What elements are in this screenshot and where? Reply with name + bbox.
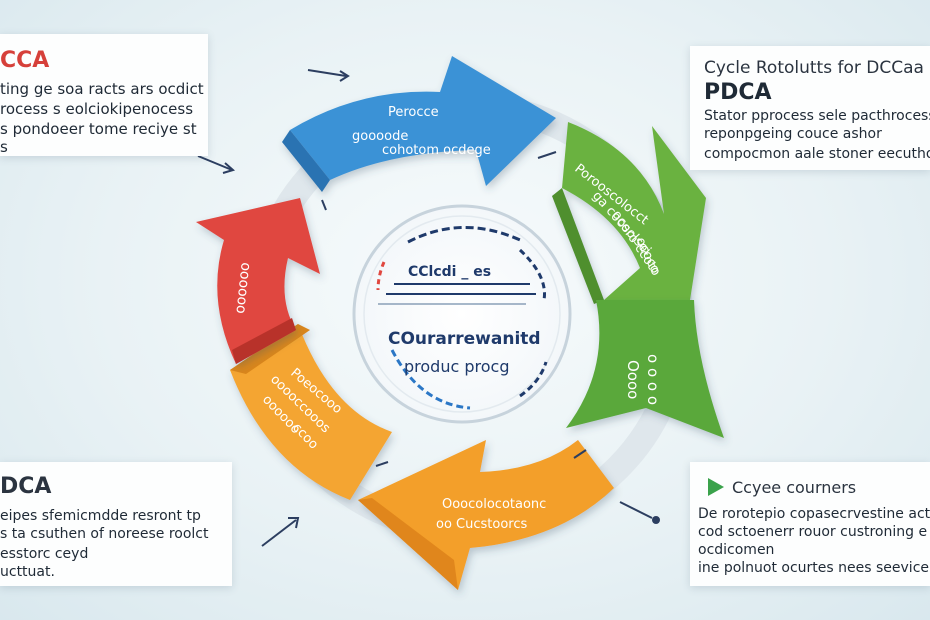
orange-arrow-label-2: oo Cucstoorcs <box>436 517 527 532</box>
panel-bottom-left-line-1: eipes sfemicmdde resront tp <box>0 508 201 524</box>
chevron-right-icon <box>708 478 724 496</box>
panel-top-left-line-4: s <box>0 138 8 156</box>
panel-bottom-right-line-2: cod sctoenerr rouor custroning e <box>698 524 928 540</box>
panel-bottom-right: Ccyee courners De rorotepio copasecrvest… <box>690 462 930 586</box>
panel-bottom-right-title: Ccyee courners <box>732 478 857 497</box>
panel-top-left-line-3: s pondoeer tome reciye st <box>0 120 197 138</box>
center-circle: CClcdi _ es COurarrewanitd produc procg <box>352 204 572 424</box>
green-lower-label-2: o o o o <box>644 354 662 405</box>
panel-bottom-left-line-2: s ta csuthen of noreese roolct <box>0 526 209 542</box>
blue-arrow: Perocce goooode cohotom ocdege <box>282 56 556 192</box>
panel-top-right-title: Cycle Rotolutts for DCCaa <box>704 58 924 78</box>
panel-top-right-line-1: Stator pprocess sele pacthrocess <box>704 108 930 124</box>
red-arrow-label-1: oooooo <box>232 262 253 315</box>
panel-top-right-subtitle: PDCA <box>704 80 772 105</box>
orange-arrow: Ooocolocotaonc oo Cucstoorcs <box>358 440 614 590</box>
panel-top-left-line-1: ting ge soa racts ars ocdict <box>0 80 204 98</box>
green-lower-label-1: Oooo <box>624 360 642 399</box>
orange-arrow-label-1: Ooocolocotaonc <box>442 497 546 512</box>
panel-top-right-line-2: reponpgeing couce ashor <box>704 126 882 142</box>
blue-arrow-label-3: cohotom ocdege <box>382 143 491 158</box>
green-lower-arrow: Oooo o o o o <box>566 300 724 438</box>
panel-top-left-title: CCA <box>0 48 50 73</box>
blue-arrow-label-2: goooode <box>352 129 408 144</box>
blue-arrow-label-1: Perocce <box>388 105 439 120</box>
panel-top-left-line-2: rocess s eolciokipenocess <box>0 100 194 118</box>
panel-bottom-right-line-1: De rorotepio copasecrvestine act <box>698 506 930 522</box>
connector-arrows <box>197 69 660 547</box>
panel-bottom-left-line-4: ucttuat. <box>0 564 55 580</box>
center-main-line-2: produc procg <box>404 357 509 376</box>
panel-top-right-line-3: compocmon aale stoner eecuthortiu <box>704 146 930 162</box>
panel-top-right: Cycle Rotolutts for DCCaa PDCA Stator pp… <box>690 46 930 170</box>
red-arrow: oooooo <box>196 198 320 364</box>
center-main-line-1: COurarrewanitd <box>388 329 541 349</box>
panel-bottom-left-title: DCA <box>0 474 52 499</box>
center-top-text: CClcdi _ es <box>408 264 491 280</box>
panel-bottom-right-line-3: ocdicomen <box>698 542 775 558</box>
green-arrow: Porooscolocct ga coosolsoi ocoro ccoto o… <box>552 122 706 304</box>
panel-bottom-right-line-4: ine polnuot ocurtes nees seevice <box>698 560 930 576</box>
panel-top-left: CCA ting ge soa racts ars ocdict rocess … <box>0 34 208 156</box>
panel-bottom-left: DCA eipes sfemicmdde resront tp s ta csu… <box>0 462 232 586</box>
panel-bottom-left-line-3: esstorc ceyd <box>0 546 89 562</box>
